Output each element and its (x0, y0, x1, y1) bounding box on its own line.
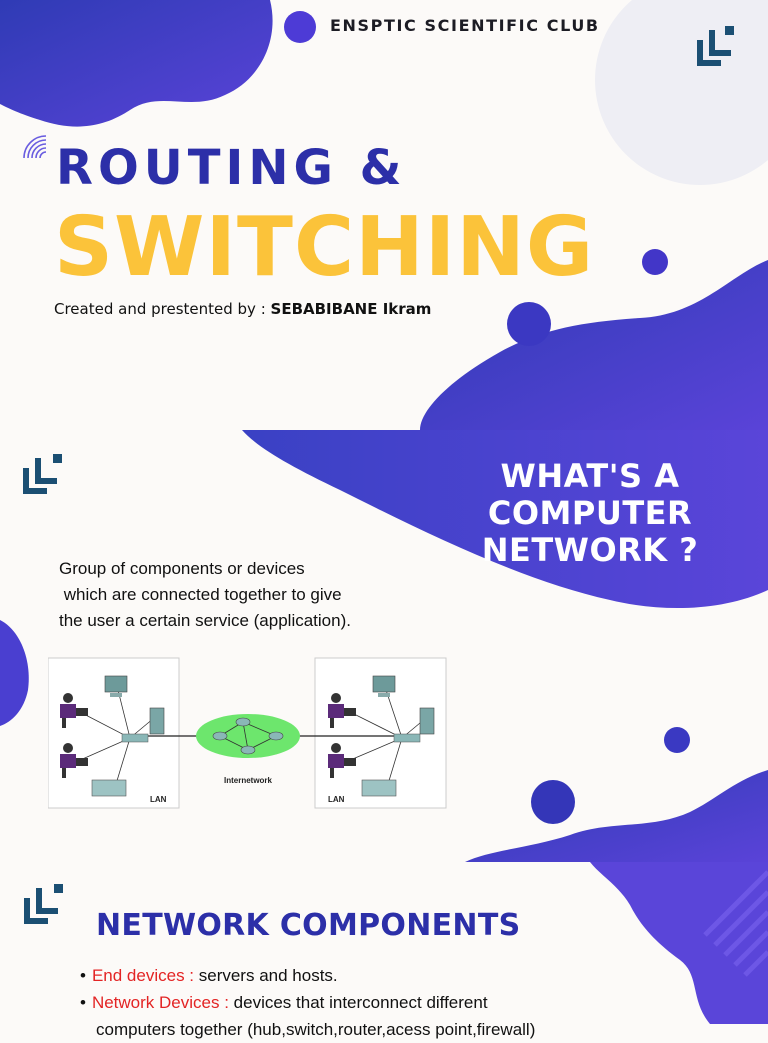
signal-icon (23, 135, 47, 159)
hub-left-icon (121, 733, 149, 743)
lan-left-label: LAN (150, 795, 167, 804)
user-right-1-icon (328, 693, 356, 728)
stripes (703, 870, 768, 977)
list-item-desc: servers and hosts. (194, 966, 338, 985)
title-line-2: SWITCHING (54, 200, 595, 295)
dot-medium (507, 302, 551, 346)
byline-prefix: Created and prestented by : (54, 300, 271, 318)
club-name: ENSPTIC SCIENTIFIC CLUB (330, 16, 600, 35)
section1-heading-line: WHAT'S A (500, 457, 680, 495)
section1-heading-line: NETWORK ? (481, 531, 699, 569)
network-description: Group of components or devices which are… (59, 556, 351, 634)
dot-top (284, 11, 316, 43)
description-line: the user a certain service (application)… (59, 611, 351, 630)
list-item-continuation: computers together (hub,switch,router,ac… (96, 1020, 536, 1039)
router-icon (212, 731, 228, 741)
heading-wedge (242, 430, 768, 609)
server-left-icon (149, 707, 165, 735)
monitor-left-icon (104, 675, 128, 693)
section2-heading: NETWORK COMPONENTS (96, 908, 521, 943)
section1-heading: WHAT'S A COMPUTER NETWORK ? (440, 458, 740, 569)
server-right-icon (419, 707, 435, 735)
title-line-1: ROUTING & (56, 140, 407, 196)
section1-heading-line: COMPUTER (487, 494, 693, 532)
light-circle (595, 0, 768, 185)
internetwork-cloud (196, 714, 300, 758)
dot-lower-medium (531, 780, 575, 824)
router-icon (268, 731, 284, 741)
section1-logo-icon (23, 454, 62, 494)
byline: Created and prestented by : SEBABIBANE I… (54, 300, 431, 318)
list-item-desc: devices that interconnect different (228, 993, 488, 1012)
user-left-2-icon (60, 743, 88, 778)
list-item-term: Network Devices : (91, 993, 229, 1012)
router-icon (235, 717, 251, 727)
printer-left-icon (91, 779, 127, 797)
description-line: which are connected together to give (59, 585, 342, 604)
lan-right-label: LAN (328, 795, 345, 804)
blob-lower-right (465, 770, 768, 862)
internetwork-label: Internetwork (224, 776, 273, 785)
router-icon (240, 745, 256, 755)
dot-small-right (642, 249, 668, 275)
components-list: End devices : servers and hosts. Network… (80, 962, 535, 1043)
printer-right-icon (361, 779, 397, 797)
description-line: Group of components or devices (59, 559, 305, 578)
user-left-1-icon (60, 693, 88, 728)
blob-right-middle (420, 260, 768, 430)
monitor-right-icon (372, 675, 396, 693)
byline-author: SEBABIBANE Ikram (270, 300, 432, 318)
list-item-term: End devices : (91, 966, 195, 985)
user-right-2-icon (328, 743, 356, 778)
list-item: Network Devices : devices that interconn… (80, 989, 535, 1016)
blob-left (0, 620, 29, 726)
hub-right-icon (393, 733, 421, 743)
section2-logo-icon (24, 884, 63, 924)
club-logo-icon (697, 26, 734, 66)
blob-bottom-right (590, 862, 768, 1024)
dot-lower-small (664, 727, 690, 753)
blob-top-left (0, 0, 273, 127)
network-diagram: LAN Internetwork LAN (48, 657, 447, 809)
list-item: End devices : servers and hosts. (80, 962, 535, 989)
